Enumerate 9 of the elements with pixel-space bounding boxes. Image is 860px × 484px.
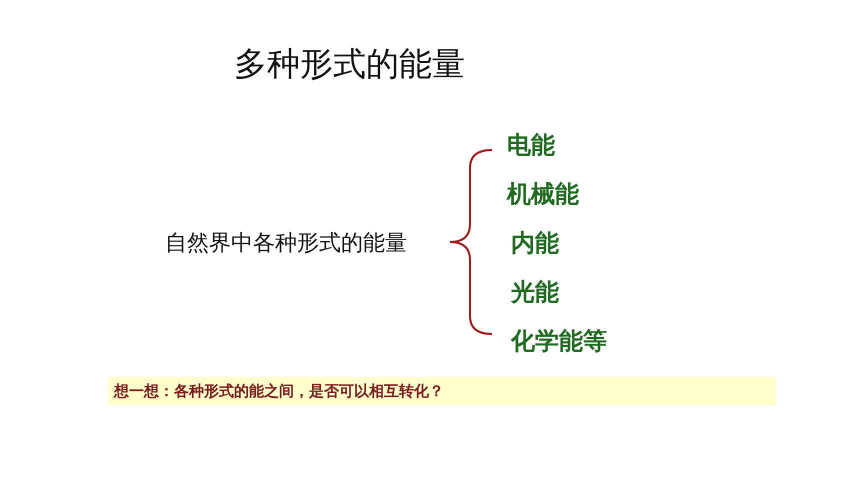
question-banner — [108, 377, 776, 405]
title: 多种形式的能量 — [234, 43, 465, 85]
energy-type-label: 化学能等 — [511, 326, 607, 357]
question-text: 想一想：各种形式的能之间，是否可以相互转化？ — [114, 382, 444, 400]
energy-type-label: 机械能 — [507, 179, 579, 210]
energy-type-label: 电能 — [507, 130, 555, 161]
energy-type-label: 内能 — [511, 228, 559, 259]
category-label: 自然界中各种形式的能量 — [165, 230, 407, 258]
energy-type-label: 光能 — [511, 277, 559, 308]
